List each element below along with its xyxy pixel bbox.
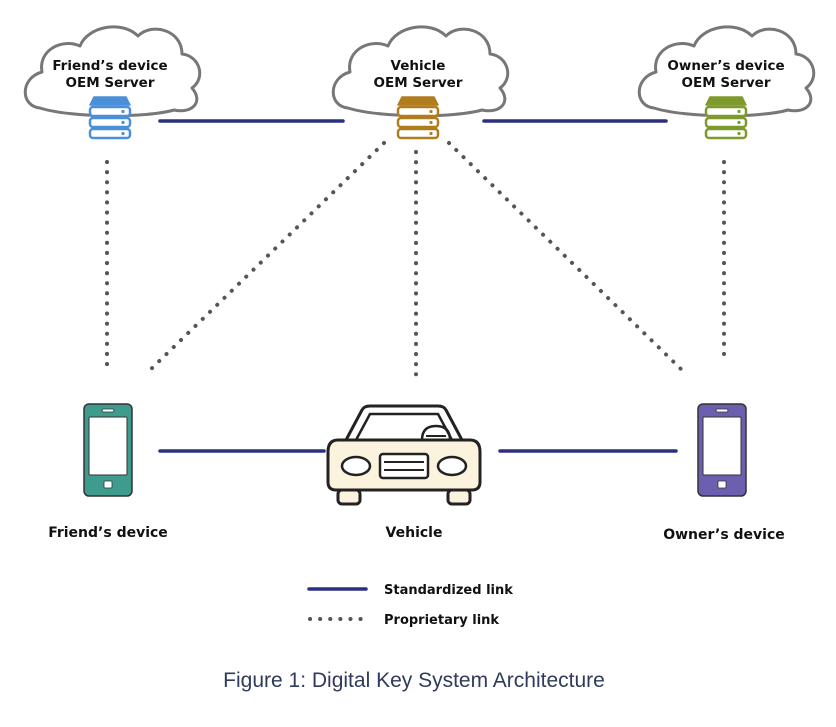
cloud-icon [637,25,816,118]
cloud-icon [331,25,510,118]
owner-server-label-line2: OEM Server [682,75,771,91]
vehicle-server-label-line1: Vehicle [391,58,446,74]
figure-caption: Figure 1: Digital Key System Architectur… [223,669,605,692]
link-vehicle-server-to-owner-device [447,141,686,374]
standardized-links [158,119,678,453]
vehicle-label: Vehicle [386,525,443,541]
smartphone-icon [697,403,747,497]
vehicle-server-label-line2: OEM Server [374,75,463,91]
server-icon [704,96,748,140]
car-icon [326,404,482,506]
server-icon [396,96,440,140]
friend-server-label-line1: Friend’s device [52,58,167,74]
friend-device-label: Friend’s device [48,525,168,541]
friend-oem-server-node: Friend’s device OEM Server [23,25,202,140]
legend-proprietary-label: Proprietary link [384,613,499,628]
friend-device-node: Friend’s device [48,403,168,541]
smartphone-icon [83,403,133,497]
proprietary-links [105,141,726,382]
server-icon [88,96,132,140]
owner-device-label: Owner’s device [663,527,785,543]
cloud-icon [23,25,202,118]
vehicle-node: Vehicle [326,404,482,541]
link-vehicle-server-to-friend-device [146,141,386,374]
legend-standardized-label: Standardized link [384,583,513,598]
owner-device-node: Owner’s device [663,403,785,543]
friend-server-label-line2: OEM Server [66,75,155,91]
legend: Standardized link Proprietary link [307,583,513,628]
owner-oem-server-node: Owner’s device OEM Server [637,25,816,140]
owner-server-label-line1: Owner’s device [667,58,784,74]
vehicle-oem-server-node: Vehicle OEM Server [331,25,510,140]
